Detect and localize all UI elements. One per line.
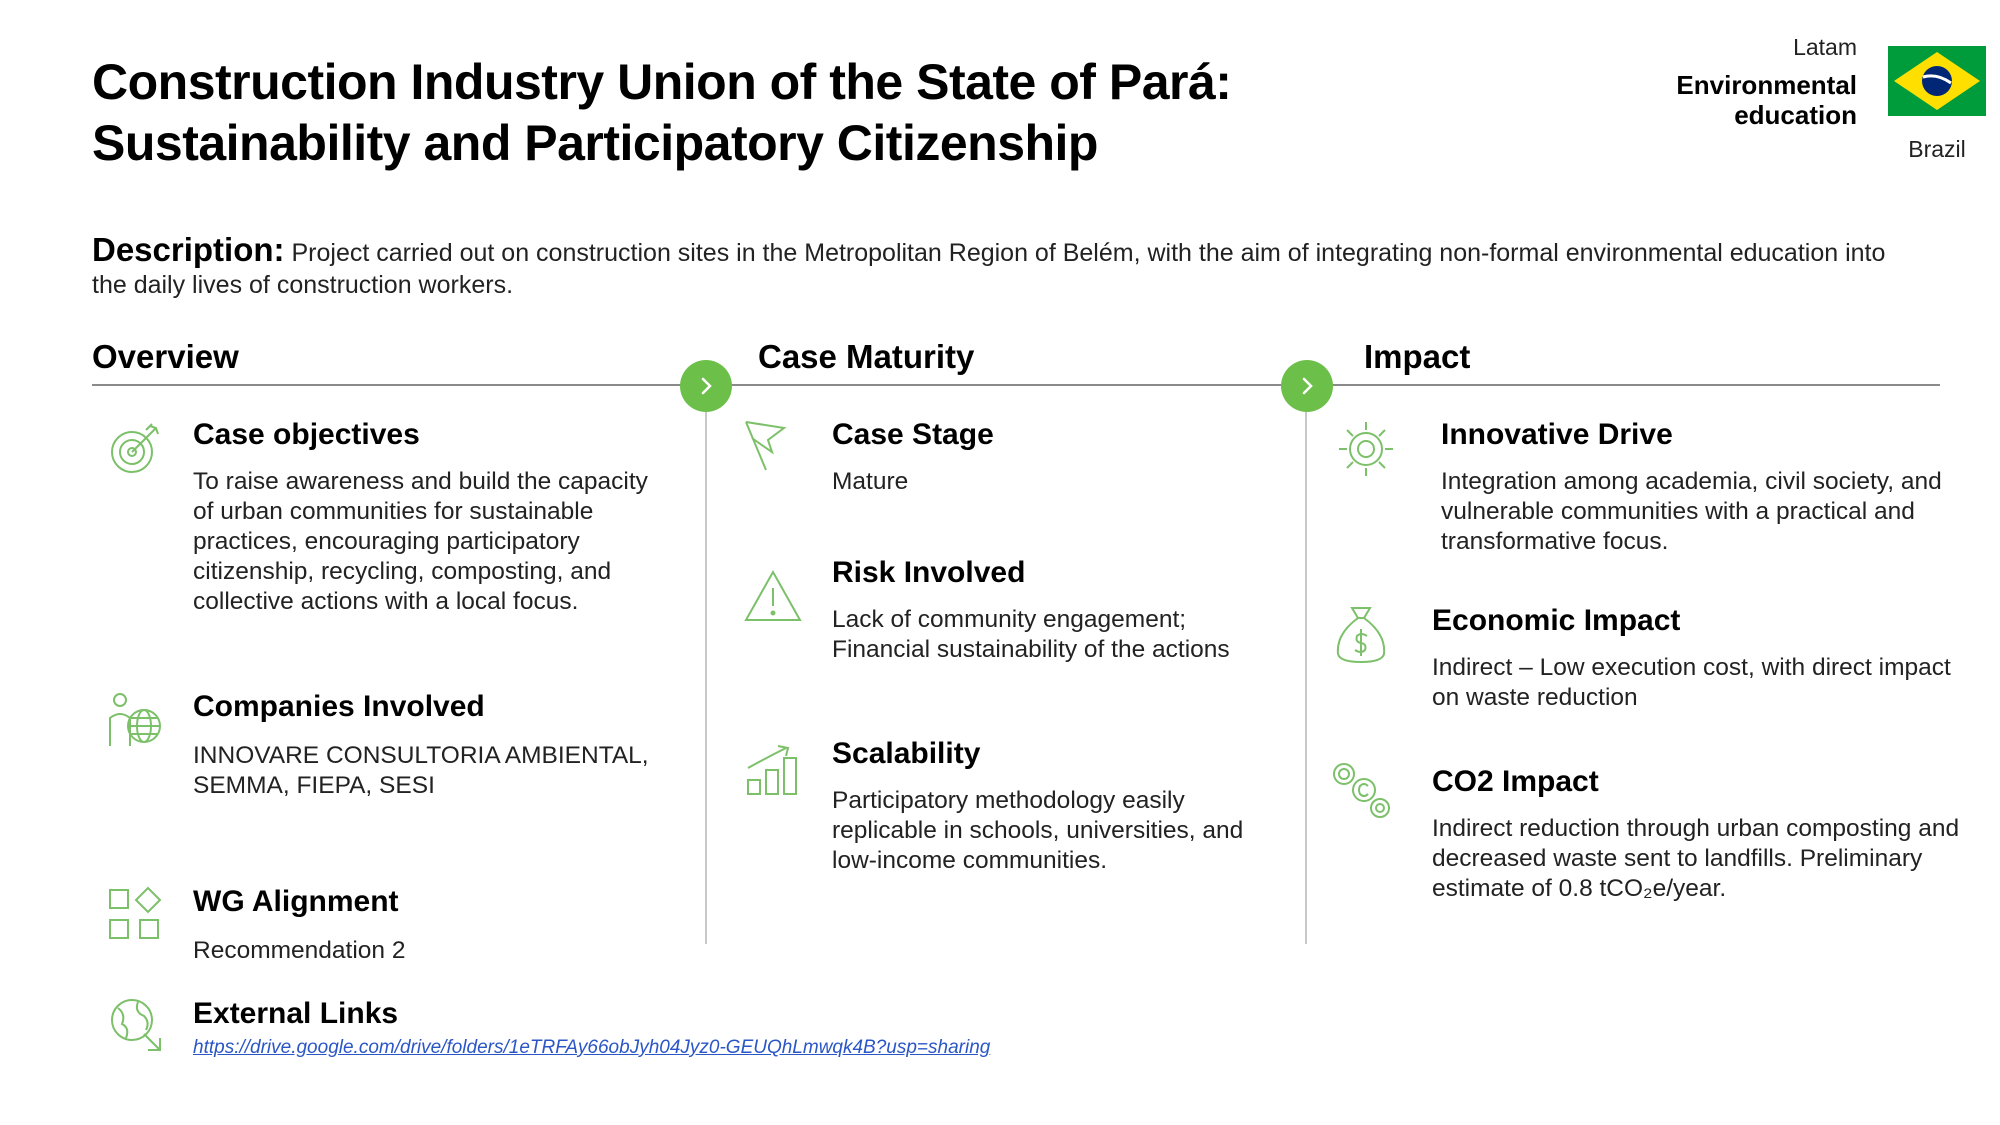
case-objectives-text: To raise awareness and build the capacit…: [193, 468, 648, 615]
page-title: Construction Industry Union of the State…: [92, 52, 1492, 174]
section-impact-heading: Impact: [1364, 338, 1471, 375]
scalability-text: Participatory methodology easily replica…: [832, 787, 1244, 874]
co2-impact-title: CO2 Impact: [1432, 765, 1599, 798]
section-overview-heading: Overview: [92, 338, 239, 375]
case-stage-title: Case Stage: [832, 418, 994, 451]
external-links-title: External Links: [193, 997, 399, 1030]
warning-icon: [742, 566, 804, 628]
wg-alignment-title: WG Alignment: [193, 885, 399, 918]
gear-icon: [1335, 418, 1397, 480]
country-label: Brazil: [1908, 136, 1966, 162]
shapes-grid-icon: [104, 884, 166, 946]
section-divider-rule: [92, 384, 1940, 386]
companies-involved-text: INNOVARE CONSULTORIA AMBIENTAL, SEMMA, F…: [193, 742, 649, 799]
description-text: Project carried out on construction site…: [92, 239, 1886, 299]
chevron-right-icon: [1281, 360, 1333, 412]
people-globe-icon: [104, 690, 166, 752]
column-divider-2: [1305, 386, 1307, 944]
topic-label: Environmental education: [1676, 70, 1857, 130]
innovative-drive-text: Integration among academia, civil societ…: [1441, 468, 1942, 555]
target-icon: [104, 418, 166, 480]
case-stage-text: Mature: [832, 468, 909, 495]
co2-impact-text: Indirect reduction through urban compost…: [1432, 815, 1960, 902]
globe-link-icon: [104, 994, 166, 1056]
chevron-right-icon: [680, 360, 732, 412]
growth-chart-icon: [742, 740, 804, 802]
column-divider-1: [705, 386, 707, 944]
risk-involved-text: Lack of community engagement; Financial …: [832, 606, 1230, 663]
page-title-line-1: Construction Industry Union of the State…: [92, 54, 1232, 110]
companies-involved-title: Companies Involved: [193, 690, 485, 723]
description: Description: Project carried out on cons…: [92, 231, 1922, 301]
innovative-drive-title: Innovative Drive: [1441, 418, 1673, 451]
section-maturity-heading: Case Maturity: [758, 338, 975, 375]
external-link[interactable]: https://drive.google.com/drive/folders/1…: [193, 1037, 991, 1058]
region-label: Latam: [1793, 34, 1857, 60]
risk-involved-title: Risk Involved: [832, 556, 1026, 589]
flag-icon: [742, 418, 804, 480]
wg-alignment-text: Recommendation 2: [193, 937, 406, 964]
description-label: Description:: [92, 231, 285, 268]
economic-impact-title: Economic Impact: [1432, 604, 1681, 637]
economic-impact-text: Indirect – Low execution cost, with dire…: [1432, 654, 1951, 711]
scalability-title: Scalability: [832, 737, 981, 770]
brazil-flag-icon: [1888, 46, 1986, 116]
page-title-line-2: Sustainability and Participatory Citizen…: [92, 115, 1098, 171]
money-bag-icon: [1330, 604, 1392, 666]
coins-icon: [1330, 760, 1392, 822]
case-objectives-title: Case objectives: [193, 418, 420, 451]
